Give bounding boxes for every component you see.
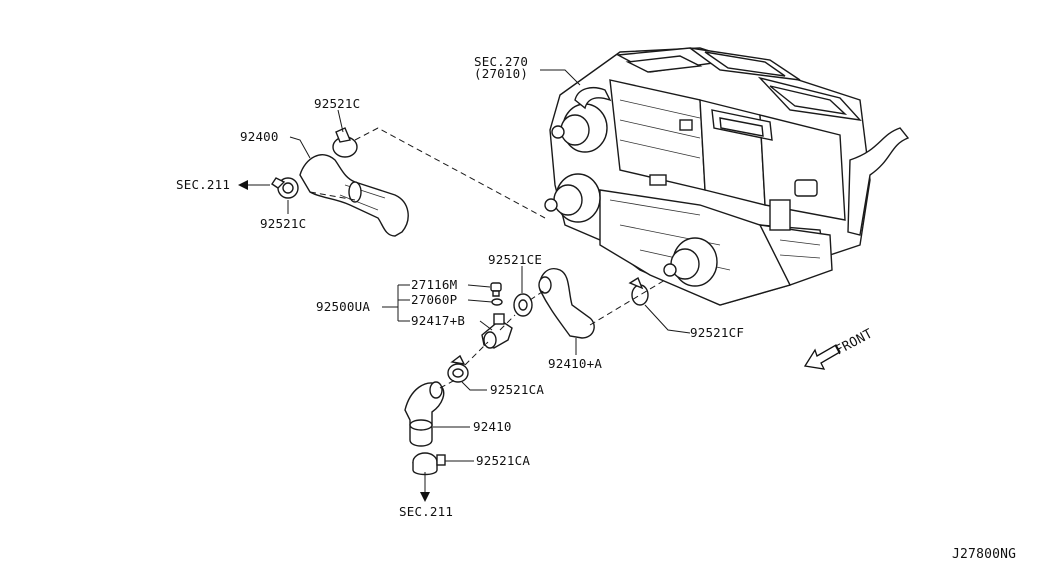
clamp-92521c-top (332, 127, 358, 158)
hose-92400 (299, 154, 409, 237)
dashed-routing (309, 127, 666, 389)
connector-92417b (481, 313, 513, 349)
label-sec211-left: SEC.211 (176, 177, 230, 192)
leader-lines (287, 69, 691, 462)
seal-27060p (491, 298, 503, 306)
cap-27116m (490, 282, 502, 297)
clamp-92521cf (628, 276, 649, 306)
arrow-sec211-left-icon (238, 180, 270, 190)
label-92400: 92400 (240, 129, 279, 144)
hose-92410 (404, 381, 445, 447)
clamp-92521c-bottom (271, 177, 299, 199)
front-arrow-icon (803, 344, 841, 370)
label-92521c-bottom: 92521C (260, 216, 306, 231)
label-sec270-sub: (27010) (474, 66, 528, 81)
hose-92410a (538, 268, 595, 339)
label-sec270: SEC.270 (474, 54, 528, 69)
label-27060p: 27060P (411, 292, 457, 307)
clamp-92521ca-lower (412, 452, 446, 476)
label-sec211-bottom: SEC.211 (399, 504, 453, 519)
clamp-92521ce (513, 293, 533, 317)
label-92521c-top: 92521C (314, 96, 360, 111)
label-92521cf: 92521CF (690, 325, 744, 340)
heater-unit-assembly (544, 47, 910, 306)
label-front: FRONT (833, 326, 875, 358)
label-27116m: 27116M (411, 277, 457, 292)
label-92410: 92410 (473, 419, 512, 434)
label-92521ce: 92521CE (488, 252, 542, 267)
label-92410a: 92410+A (548, 356, 602, 371)
clamp-92521ca-upper (447, 354, 469, 383)
label-92521ca-upper: 92521CA (490, 382, 544, 397)
diagram-code: J27800NG (952, 547, 1016, 562)
label-92521ca-lower: 92521CA (476, 453, 530, 468)
arrow-sec211-down-icon (420, 472, 430, 502)
label-92500ua: 92500UA (316, 299, 370, 314)
label-92417b: 92417+B (411, 313, 465, 328)
